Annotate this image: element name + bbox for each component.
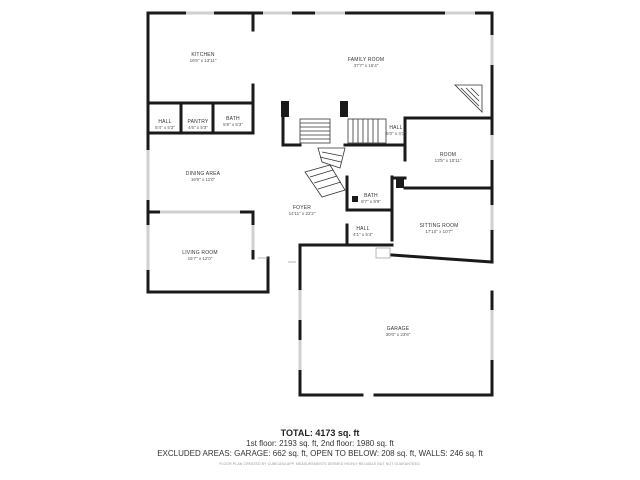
room-name: HALL	[356, 226, 370, 232]
walls	[146, 11, 494, 397]
room-name: PANTRY	[187, 119, 209, 125]
room-dimensions: 13'5" x 10'11"	[434, 158, 462, 164]
room-name: HALL	[158, 119, 172, 125]
room-dimensions: 16'6" x 13'11"	[189, 58, 217, 64]
room-label-family-room: FAMILY ROOM 37'7" x 16'4"	[336, 57, 396, 69]
room-dimensions: 30'0" x 23'6"	[385, 332, 411, 338]
room-name: SITTING ROOM	[419, 223, 459, 229]
room-label-bath-mid: BATH 8'7" x 9'9"	[356, 193, 386, 205]
room-name: BATH	[226, 116, 240, 122]
room-name: ROOM	[439, 152, 457, 158]
room-name: LIVING ROOM	[182, 250, 218, 256]
room-label-living-room: LIVING ROOM 15'7" x 12'0"	[175, 250, 225, 262]
room-label-hall-left: HALL 5'4" x 5'3"	[151, 119, 179, 131]
doors	[258, 247, 391, 263]
stairs	[299, 118, 387, 198]
windows	[146, 11, 494, 370]
room-dimensions: 37'7" x 16'4"	[353, 63, 379, 69]
room-name: DINING AREA	[185, 171, 221, 177]
room-dimensions: 5'4" x 5'3"	[155, 125, 175, 131]
room-dimensions: 15'7" x 12'0"	[187, 256, 213, 262]
fireplace	[454, 84, 483, 113]
room-name: GARAGE	[386, 326, 410, 332]
room-label-hall-small: HALL 4'1" x 5'4"	[350, 226, 376, 238]
room-label-bath-top: BATH 5'8" x 5'3"	[218, 116, 248, 128]
room-dimensions: 4'1" x 5'4"	[353, 232, 373, 238]
room-label-dining-area: DINING AREA 16'6" x 11'0"	[175, 171, 231, 183]
excluded-areas: EXCLUDED AREAS: GARAGE: 662 sq. ft, OPEN…	[157, 449, 483, 458]
room-dimensions: 16'6" x 11'0"	[190, 177, 216, 183]
room-label-pantry: PANTRY 4'6" x 5'3"	[184, 119, 212, 131]
room-dimensions: 5'0" x 4'3"	[386, 131, 406, 137]
room-label-foyer: FOYER 14'11" x 22'2"	[280, 205, 324, 217]
room-name: BATH	[364, 193, 378, 199]
room-name: FAMILY ROOM	[347, 57, 385, 63]
room-dimensions: 14'11" x 22'2"	[288, 211, 316, 217]
room-dimensions: 17'10" x 10'7"	[425, 229, 453, 235]
room-label-sitting-room: SITTING ROOM 17'10" x 10'7"	[414, 223, 464, 235]
room-dimensions: 4'6" x 5'3"	[188, 125, 208, 131]
room-dimensions: 5'8" x 5'3"	[223, 122, 243, 128]
room-name: FOYER	[292, 205, 312, 211]
room-label-kitchen: KITCHEN 16'6" x 13'11"	[173, 52, 233, 64]
fine-print: FLOOR PLAN CREATED BY CUBICASA APP. MEAS…	[219, 462, 421, 466]
floor-areas: 1st floor: 2193 sq. ft, 2nd floor: 1980 …	[246, 439, 394, 448]
area-summary: TOTAL: 4173 sq. ft 1st floor: 2193 sq. f…	[0, 428, 640, 466]
room-label-room: ROOM 13'5" x 10'11"	[423, 152, 473, 164]
room-dimensions: 8'7" x 9'9"	[361, 199, 381, 205]
room-label-hall-center: HALL 5'0" x 4'3"	[382, 125, 410, 137]
room-name: HALL	[389, 125, 403, 131]
room-name: KITCHEN	[191, 52, 215, 58]
columns	[281, 101, 404, 202]
room-label-garage: GARAGE 30'0" x 23'6"	[373, 326, 423, 338]
total-area: TOTAL: 4173 sq. ft	[280, 428, 360, 438]
